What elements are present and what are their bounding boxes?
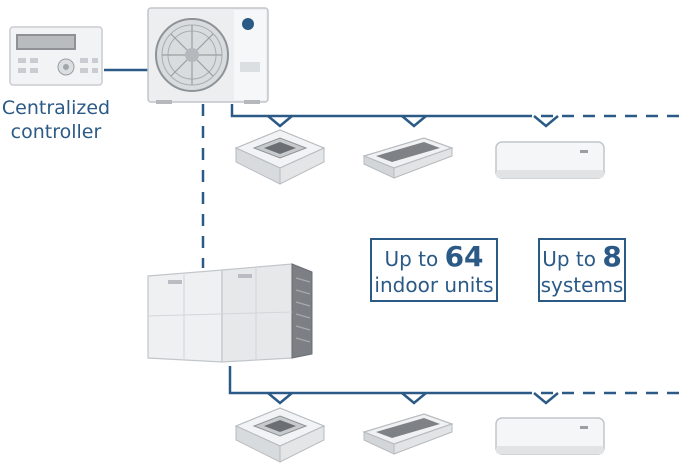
- systems-prefix: Up to: [542, 247, 603, 271]
- systems-callout-line1: Up to 8: [540, 243, 624, 272]
- top-pipe-line: [230, 104, 520, 118]
- indoor-units-label: indoor units: [374, 273, 494, 297]
- bottom-pipe-line: [228, 366, 520, 395]
- top-branch-1: [267, 115, 293, 128]
- systems-callout: Up to 8 systems: [538, 238, 626, 302]
- outdoor-condenser-icon: [147, 7, 269, 104]
- top-branch-2: [401, 115, 427, 128]
- bottom-branch-2: [401, 392, 427, 405]
- vrf-outdoor-unit-icon: [147, 263, 313, 363]
- controller-caption-line2: controller: [10, 121, 102, 143]
- systems-label: systems: [540, 273, 624, 297]
- indoor-units-callout: Up to 64 indoor units: [370, 238, 498, 302]
- controller-caption-line1: Centralized: [1, 97, 111, 119]
- systems-number: 8: [602, 240, 622, 273]
- top-branch-3: [533, 115, 559, 128]
- one-way-cassette-icon: [362, 137, 454, 179]
- one-way-cassette-icon: [362, 413, 454, 455]
- wall-mounted-unit-icon: [495, 417, 605, 455]
- indoor-units-prefix: Up to: [384, 247, 445, 271]
- bottom-branch-1: [267, 392, 293, 405]
- four-way-cassette-icon: [234, 407, 326, 463]
- centralized-controller-icon: [9, 26, 103, 86]
- controller-caption: Centralized controller: [0, 96, 112, 144]
- indoor-units-number: 64: [444, 240, 484, 273]
- bottom-branch-3: [533, 392, 559, 405]
- four-way-cassette-icon: [234, 129, 326, 185]
- indoor-units-callout-line1: Up to 64: [372, 243, 496, 272]
- wall-mounted-unit-icon: [495, 141, 605, 179]
